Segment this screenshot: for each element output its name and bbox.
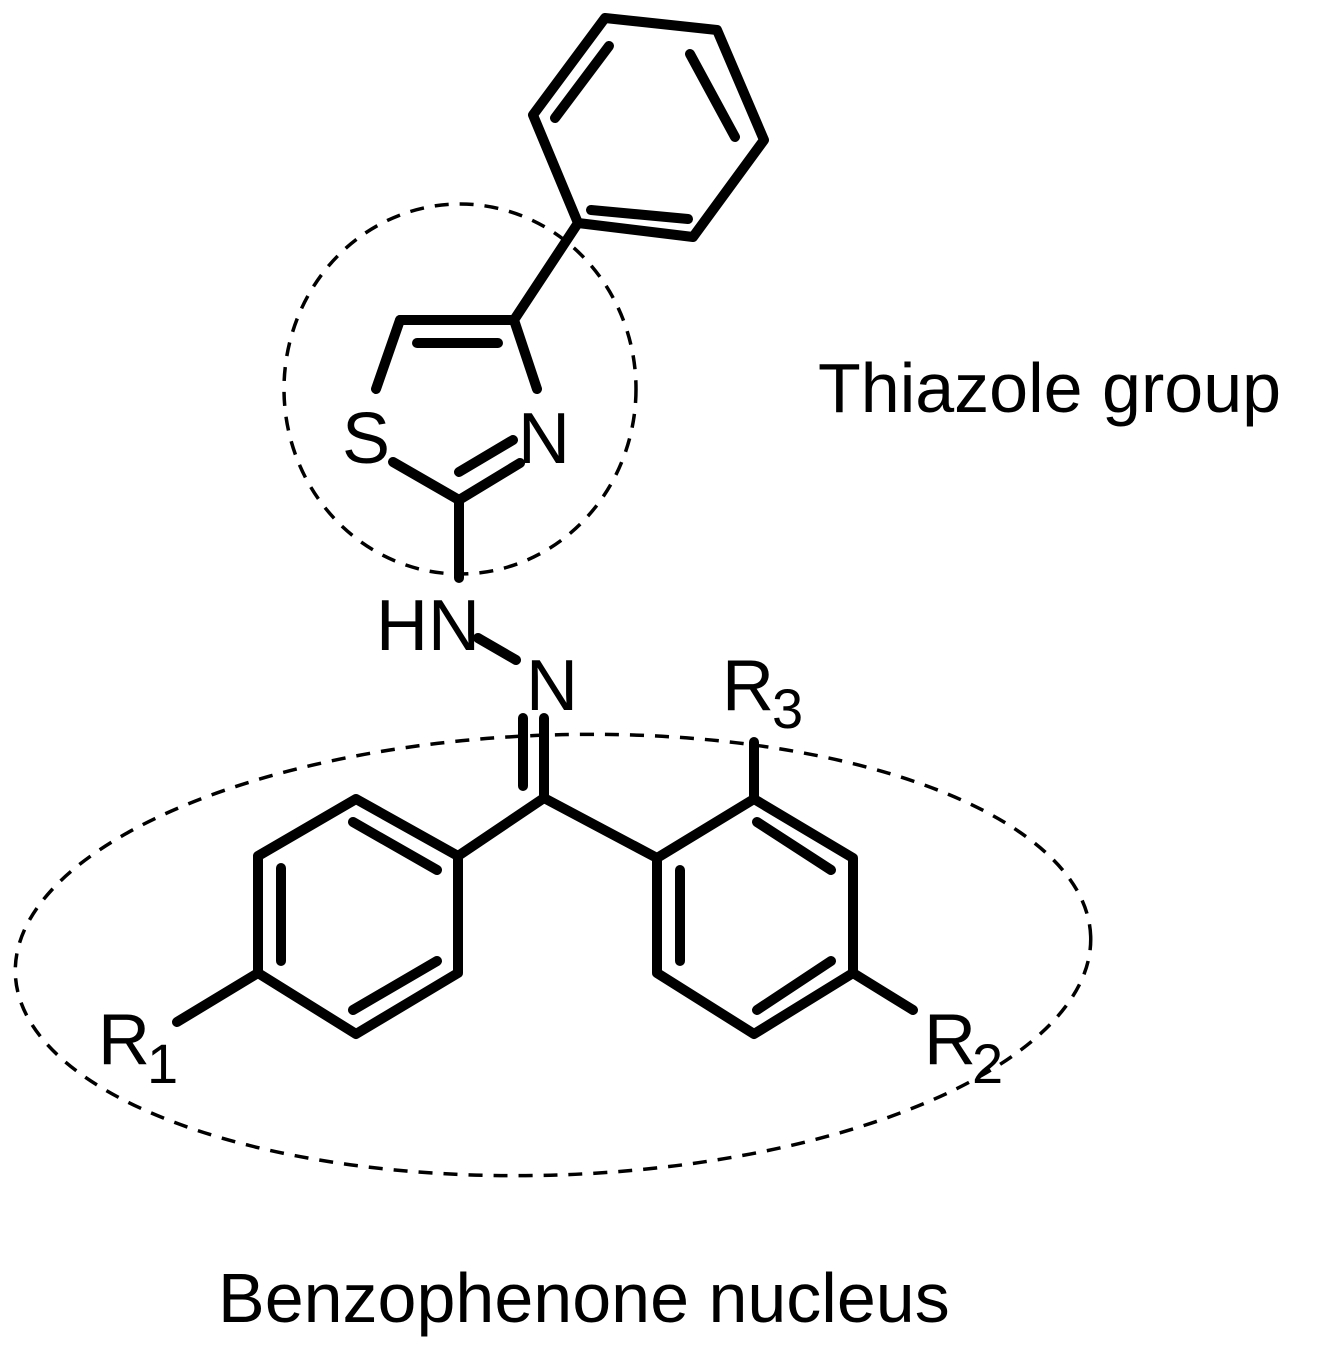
r2-label: R — [924, 1000, 976, 1080]
benzophenone-nucleus-region — [13, 732, 1093, 1178]
right-benzene-ring — [652, 794, 858, 1039]
imine-double-bond — [518, 713, 549, 803]
imine-nitrogen-label: N — [526, 646, 578, 726]
r3-label: R — [722, 646, 774, 726]
right-aryl-bond — [539, 793, 662, 863]
phenyl-thiazole-bond — [509, 218, 583, 325]
r1-bond — [172, 968, 263, 1027]
benzophenone-nucleus-caption: Benzophenone nucleus — [218, 1259, 950, 1337]
left-benzene-ring — [253, 794, 463, 1039]
r2-subscript: 2 — [972, 1032, 1003, 1095]
r2-bond — [848, 968, 918, 1015]
hydrazine-nh-label: HN — [376, 586, 480, 666]
sulfur-atom-label: S — [342, 399, 390, 479]
left-aryl-bond — [453, 793, 549, 861]
r1-subscript: 1 — [147, 1032, 178, 1095]
r1-label: R — [98, 1000, 150, 1080]
thiazole-group-caption: Thiazole group — [818, 349, 1281, 427]
hydrazine-bond — [473, 633, 521, 665]
phenyl-ring — [528, 13, 769, 242]
thiazole-nitrogen-label: N — [518, 399, 570, 479]
r3-subscript: 3 — [772, 677, 803, 740]
thiazole-ring — [371, 315, 542, 505]
